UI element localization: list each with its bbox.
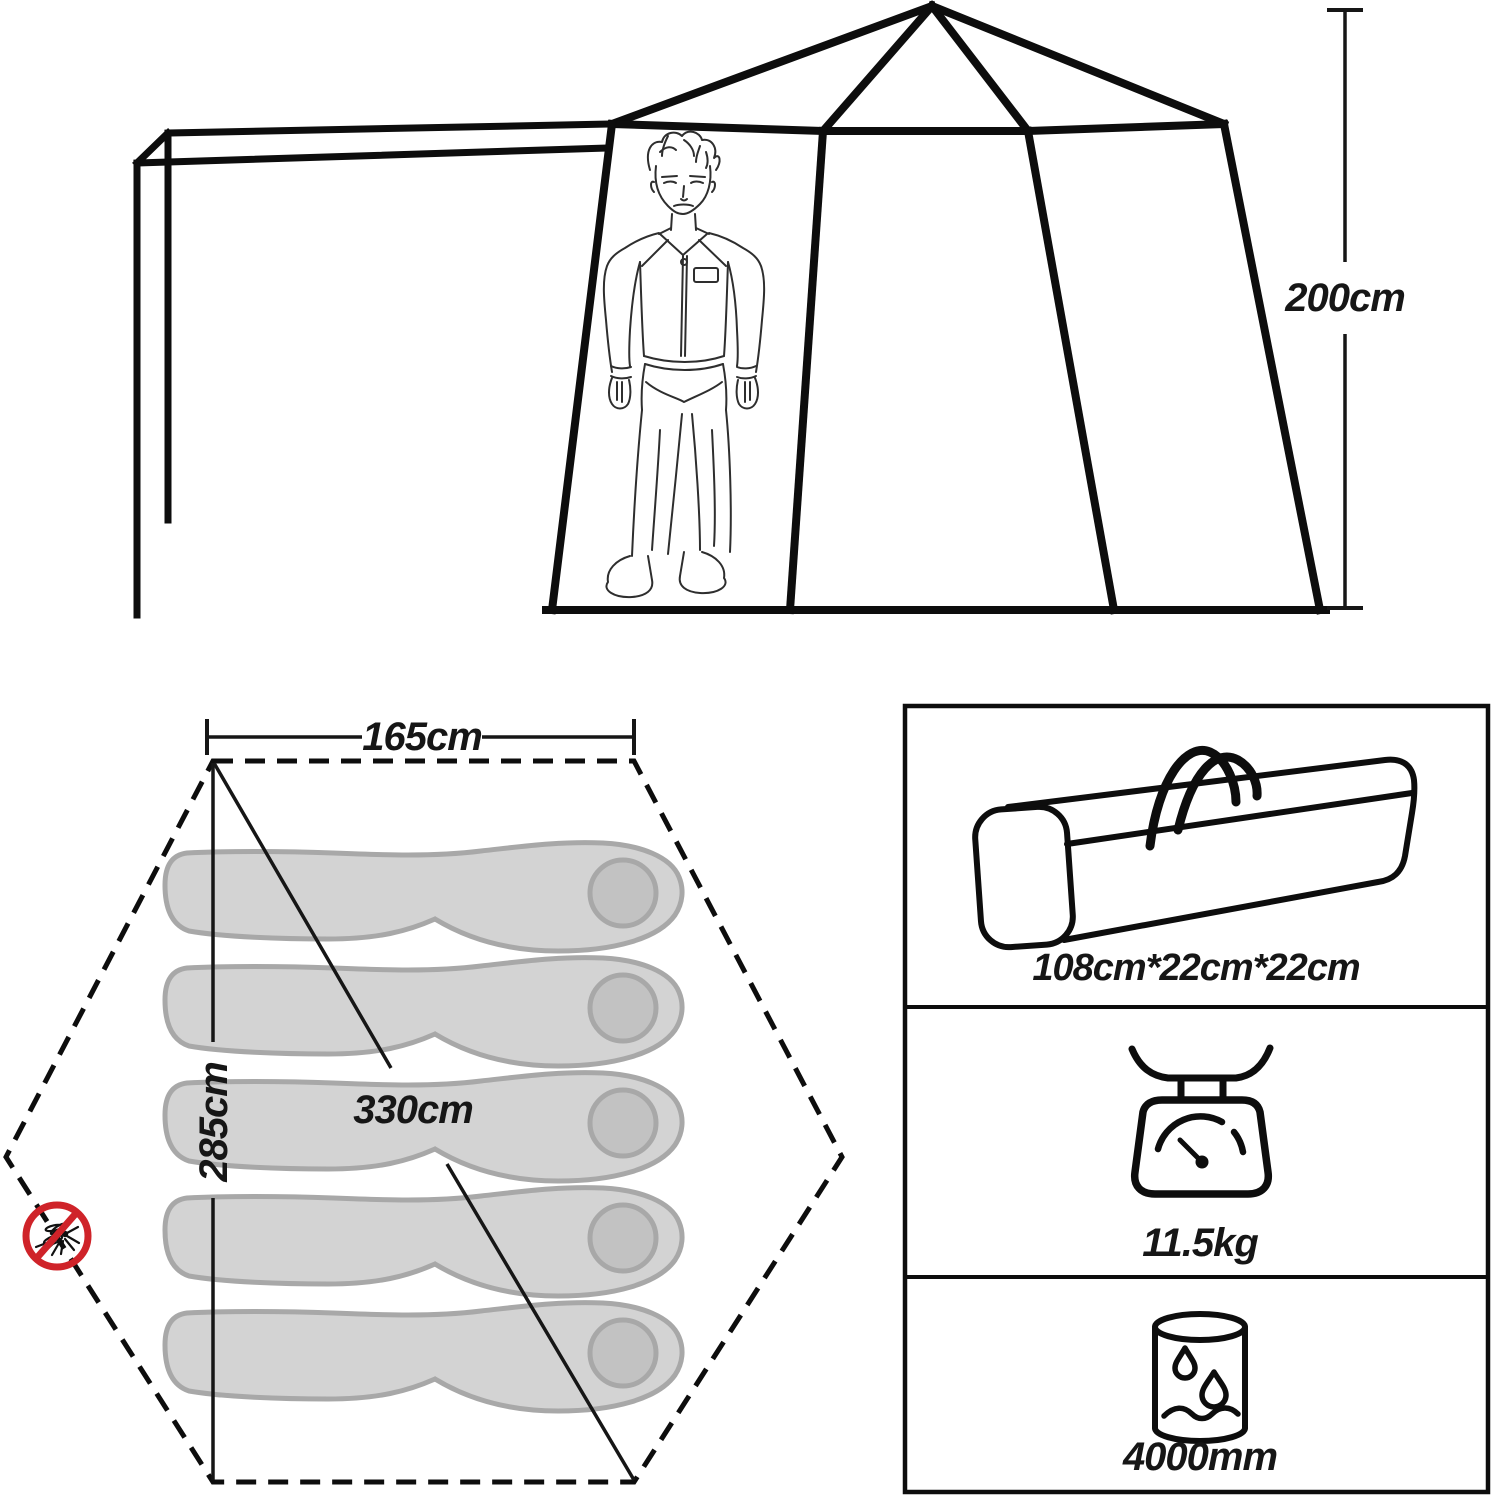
prohibition-ring: [22, 1201, 92, 1271]
depth-dimension-label: 285cm: [192, 1062, 236, 1183]
sleeping-bag: [165, 1188, 682, 1296]
spec-section-waterproof: 4000mm: [1122, 1311, 1278, 1479]
awning-frame: [132, 120, 616, 619]
no-mosquito-icon: [22, 1201, 92, 1271]
sleeping-bag: [165, 958, 682, 1066]
tent-elevation-diagram: 200cm: [132, 0, 1406, 619]
tent-frame: [542, 0, 1330, 615]
width-dimension-label: 165cm: [362, 715, 482, 759]
floor-outline: [3, 758, 845, 1485]
water-column-icon: [1152, 1311, 1248, 1444]
weight-scale-icon: [1128, 1044, 1274, 1198]
height-dimension-label: 200cm: [1284, 276, 1405, 320]
sleeping-bag: [165, 843, 682, 951]
prohibition-slash: [32, 1208, 81, 1263]
depth-dimension: 285cm: [192, 763, 236, 1480]
packed-size-label: 108cm*22cm*22cm: [1032, 947, 1359, 989]
height-dimension: 200cm: [1284, 8, 1406, 610]
floor-plan-diagram: 165cm 285cm 330cm: [3, 715, 845, 1485]
carry-bag-icon: [972, 745, 1418, 951]
diagonal-dimension: 330cm: [212, 762, 636, 1481]
person-figure: [602, 130, 766, 599]
weight-label: 11.5kg: [1142, 1221, 1258, 1265]
sleeping-bag: [165, 1303, 682, 1411]
diagonal-dimension-label: 330cm: [353, 1088, 473, 1132]
waterproof-label: 4000mm: [1122, 1435, 1277, 1479]
spec-section-weight: 11.5kg: [1128, 1044, 1274, 1265]
spec-panel: 108cm*22cm*22cm 11.5kg: [902, 703, 1491, 1495]
spec-section-packed-size: 108cm*22cm*22cm: [972, 745, 1418, 989]
width-dimension: 165cm: [205, 715, 636, 759]
